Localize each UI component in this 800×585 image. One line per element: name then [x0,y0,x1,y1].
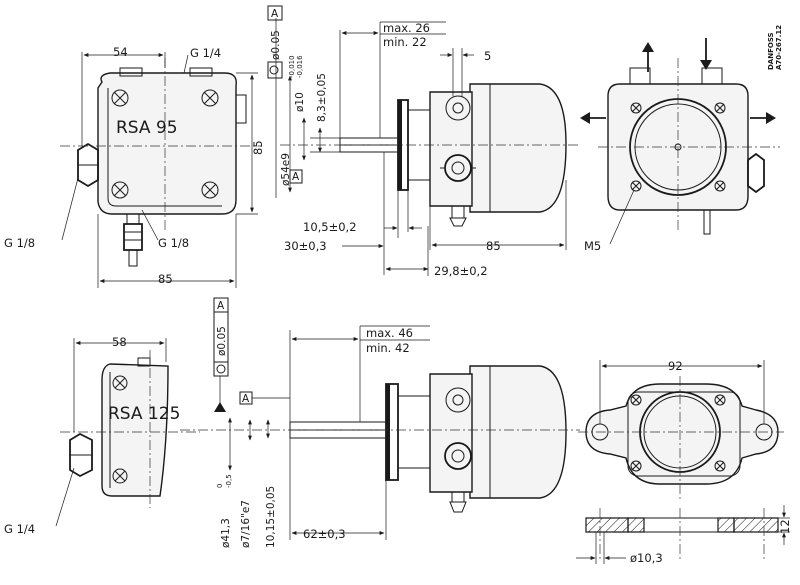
rsa125-flange-width: 92 [668,359,683,373]
rsa95-dim-30: 30±0,3 [284,239,327,253]
rsa125-key-dim: 10,15±0,05 [265,486,277,548]
rsa95-thread-m5: M5 [584,239,601,253]
rsa95-tolerance: ø0.05 [270,30,282,60]
rsa95-screws [111,89,219,199]
rsa125-shaft-dia-lower: -0,5 [225,474,233,488]
rsa95-small-shaft-dia: ø10 [294,92,306,112]
rsa95-port-left-label: G 1/8 [4,236,35,250]
drawing-code: A70-267.12 [775,25,783,70]
rsa125-port-left-label: G 1/4 [4,522,35,536]
rsa95-model-label: RSA 95 [116,118,178,138]
rsa95-dim-29-8: 29,8±0,2 [434,264,488,278]
rsa125-datum-ref: A [242,393,250,405]
rsa125-flange-section [585,508,779,560]
rsa125-small-shaft-dia: ø7/16"e7 [240,500,252,548]
rsa95-shaft-dia: ø54e9 [280,153,292,186]
rsa95-port-top-label: G 1/4 [190,46,221,60]
rsa95-front-view: RSA 95 54 G 1/4 85 85 G 1/8 G 1/8 [4,45,265,288]
rsa95-datum-box: A [271,8,279,20]
rsa125-shaft-dia-upper: 0 [216,484,224,488]
rsa95-bottom-nipple [123,213,143,267]
rsa125-flange-view: 92 12 ø10,3 [576,359,792,565]
rsa125-shaft-dia: ø41,3 [220,518,232,548]
rsa95-dim-85-vertical: 85 [251,140,265,155]
rsa95-rear-view: M5 [580,38,780,253]
rsa125-dim-62: 62±0,3 [303,527,346,541]
rsa95-rear-screws [630,102,726,192]
rsa95-dim-85-side: 85 [486,239,501,253]
rsa95-min-length: min. 22 [383,35,427,49]
rsa125-tolerance: ø0.05 [216,326,228,356]
rsa125-flange-thickness: 12 [778,519,792,534]
rsa125-hole-dia: ø10,3 [630,551,663,565]
rsa95-key-dim: 8,3±0,05 [316,73,328,122]
rsa125-dim-58: 58 [112,335,127,349]
rsa95-dim-85-horizontal: 85 [158,272,173,286]
brand-name: DANFOSS [767,32,775,70]
rsa125-min-length: min. 42 [366,341,410,355]
rsa95-datum-ref: A [292,171,300,183]
rsa95-small-shaft-tol-upper: -0,010 [288,55,296,78]
rsa95-side-view: A ø0.05 ø54e9 A ø10 -0,010 -0,016 8,3±0,… [267,5,580,278]
rsa95-port-bottom-label: G 1/8 [158,236,189,250]
rsa125-front-view: RSA 125 58 G 1/4 [4,335,200,536]
rsa95-flow-arrows [580,38,776,124]
rsa125-flange-screws [630,394,726,472]
rsa95-dim-5: 5 [484,49,491,63]
rsa125-datum-box: A [217,300,225,312]
rsa95-left-fitting [77,142,99,188]
rsa95-small-shaft-tol-lower: -0,016 [296,55,304,78]
rsa125-side-view: A ø0.05 A ø41,3 0 -0,5 ø7/16"e7 10,15±0,… [180,297,580,548]
rsa95-max-length: max. 26 [383,21,430,35]
rsa95-dim-54: 54 [113,45,128,59]
rsa125-max-length: max. 46 [366,326,413,340]
rsa125-model-label: RSA 125 [108,404,180,424]
rsa95-dim-10-5: 10,5±0,2 [303,220,357,234]
